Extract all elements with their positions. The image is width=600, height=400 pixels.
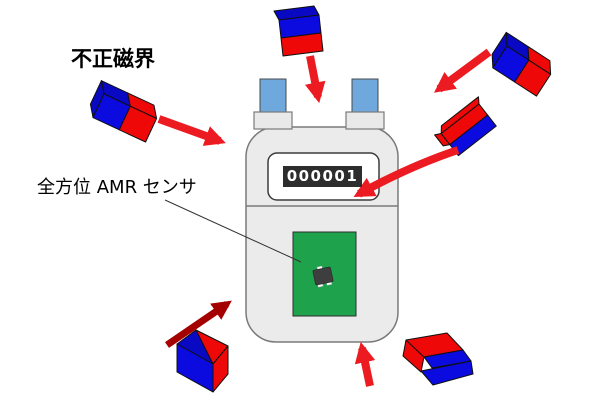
sensor-callout-line (164, 199, 302, 263)
tamper-field-label: 不正磁界 (71, 47, 155, 71)
magnet-bottom-left-icon (176, 329, 229, 393)
magnet-top-right-icon (491, 31, 552, 97)
arrow-top-icon (305, 55, 326, 104)
sensor-label: 全方位 AMR センサ (37, 177, 197, 198)
meter-pipe-left (259, 78, 287, 114)
gas-meter (164, 78, 399, 343)
arrow-left-icon (157, 115, 226, 146)
amr-sensor-chip-icon (312, 265, 334, 288)
magnet-bottom-right-icon (402, 332, 474, 386)
magnet-right-icon (434, 96, 497, 157)
pipe-collar-left (253, 111, 293, 130)
meter-reading: 000001 (283, 166, 362, 187)
magnet-top-center-icon (273, 5, 324, 57)
arrow-right-to-display-icon (353, 146, 460, 198)
arrow-bottom-icon (354, 341, 376, 387)
meter-pipe-right (351, 78, 379, 114)
magnet-top-left-icon (89, 80, 158, 143)
arrow-top-right-icon (433, 48, 492, 93)
arrow-bottom-left-icon (165, 300, 232, 348)
pipe-collar-right (345, 111, 385, 130)
